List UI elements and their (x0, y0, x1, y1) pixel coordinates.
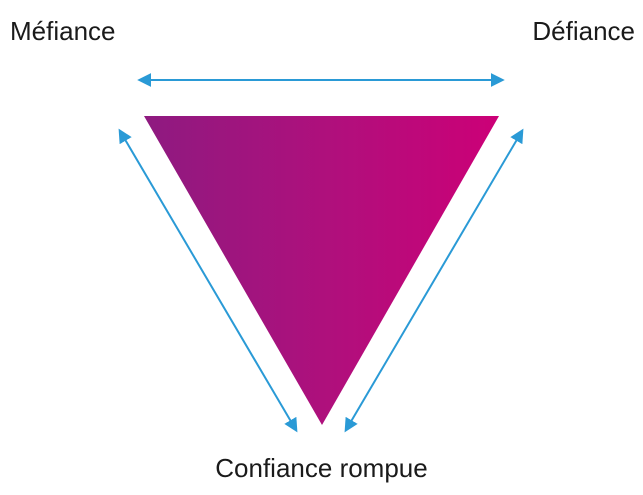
label-defiance: Défiance (532, 16, 635, 46)
arrow-left (118, 128, 298, 433)
arrow-right (344, 128, 524, 433)
label-confiance-rompue: Confiance rompue (215, 453, 428, 483)
inverted-triangle (144, 116, 499, 425)
label-mefiance: Méfiance (10, 16, 116, 46)
